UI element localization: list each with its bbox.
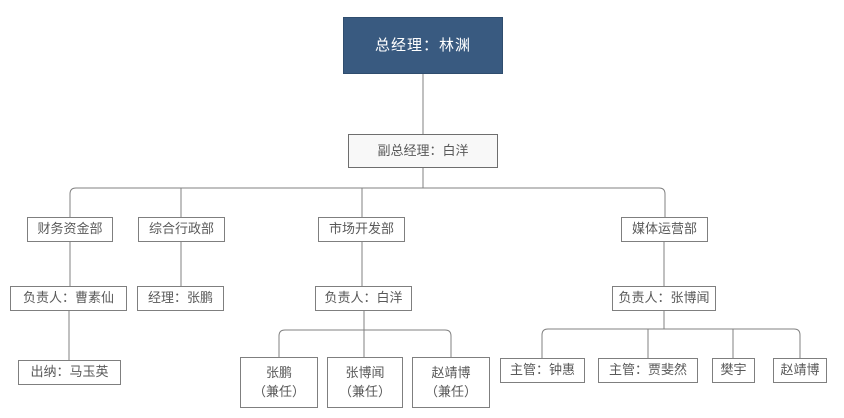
- node-market-member-1-name: 张鹏: [265, 365, 292, 381]
- node-market-member-3-name: 赵靖博: [431, 365, 471, 381]
- node-dept-finance-label: 财务资金部: [37, 221, 103, 237]
- node-media-staff-4[interactable]: 赵靖博: [773, 358, 827, 383]
- node-media-staff-3-label: 樊宇: [720, 362, 747, 378]
- node-finance-cashier[interactable]: 出纳：马玉英: [18, 360, 121, 385]
- node-dept-admin[interactable]: 综合行政部: [138, 217, 225, 242]
- node-finance-head[interactable]: 负责人：曹素仙: [10, 286, 127, 311]
- node-finance-cashier-label: 出纳：马玉英: [30, 364, 109, 380]
- node-market-member-3[interactable]: 赵靖博 （兼任）: [412, 357, 490, 408]
- node-admin-manager-label: 经理：张鹏: [147, 290, 213, 306]
- node-general-manager-label: 总经理：林渊: [374, 37, 471, 54]
- node-deputy-general-manager-label: 副总经理：白洋: [377, 142, 469, 158]
- node-dept-admin-label: 综合行政部: [148, 221, 214, 237]
- node-dept-market-label: 市场开发部: [328, 221, 394, 237]
- node-market-member-3-note: （兼任）: [424, 383, 477, 399]
- node-media-staff-2-label: 主管：贾斐然: [608, 362, 687, 378]
- node-deputy-general-manager[interactable]: 副总经理：白洋: [348, 134, 498, 168]
- node-general-manager[interactable]: 总经理：林渊: [343, 17, 503, 74]
- node-media-staff-2[interactable]: 主管：贾斐然: [598, 358, 698, 383]
- node-market-head[interactable]: 负责人：白洋: [315, 286, 412, 311]
- node-media-staff-4-label: 赵靖博: [780, 362, 820, 378]
- node-market-member-2-name: 张博闻: [345, 365, 385, 381]
- node-dept-media-label: 媒体运营部: [631, 221, 697, 237]
- node-dept-media[interactable]: 媒体运营部: [621, 217, 708, 242]
- node-finance-head-label: 负责人：曹素仙: [22, 290, 114, 306]
- node-market-member-1[interactable]: 张鹏 （兼任）: [240, 357, 318, 408]
- node-market-member-2-note: （兼任）: [338, 383, 391, 399]
- node-dept-market[interactable]: 市场开发部: [318, 217, 405, 242]
- node-dept-finance[interactable]: 财务资金部: [27, 217, 113, 242]
- node-media-head-label: 负责人：张博闻: [618, 290, 710, 306]
- node-market-member-1-note: （兼任）: [252, 383, 305, 399]
- node-media-head[interactable]: 负责人：张博闻: [612, 286, 716, 311]
- node-market-head-label: 负责人：白洋: [324, 290, 403, 306]
- node-admin-manager[interactable]: 经理：张鹏: [137, 286, 224, 311]
- node-media-staff-1-label: 主管：钟惠: [509, 362, 575, 378]
- connector-media-rail: [541, 328, 801, 358]
- connector-market-rail: [278, 329, 452, 357]
- node-media-staff-3[interactable]: 樊宇: [712, 358, 755, 383]
- node-media-staff-1[interactable]: 主管：钟惠: [500, 358, 585, 383]
- node-market-member-2[interactable]: 张博闻 （兼任）: [327, 357, 403, 408]
- connector-level3-rail: [69, 187, 666, 217]
